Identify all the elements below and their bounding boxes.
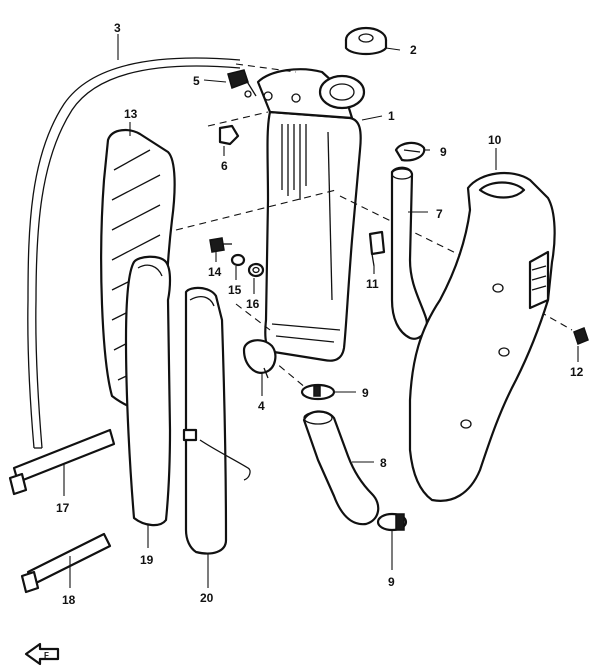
callout-9-middle: 9	[362, 386, 369, 400]
shroud-vent-slats	[531, 265, 547, 291]
callout-3: 3	[114, 21, 121, 35]
lower-radiator-hose	[302, 410, 380, 526]
callout-8: 8	[380, 456, 387, 470]
washer-16-hole	[252, 266, 260, 274]
radiator-cap	[344, 26, 388, 56]
nut-6	[218, 124, 240, 146]
callout-13: 13	[124, 107, 138, 121]
callout-6: 6	[221, 159, 228, 173]
callout-16: 16	[246, 297, 260, 311]
overflow-hose-inner	[27, 57, 241, 449]
front-arrow-label: F	[44, 651, 49, 660]
callout-1: 1	[388, 109, 395, 123]
bolt-12	[573, 327, 589, 345]
radiator-side-tube	[327, 131, 333, 301]
callout-5: 5	[193, 74, 200, 88]
callout-17: 20	[200, 591, 214, 605]
shroud-hole-1	[492, 283, 504, 293]
callout-2: 2	[410, 43, 417, 57]
washer-16	[247, 262, 265, 278]
callout-9-lower: 9	[388, 575, 395, 589]
leader-2	[385, 47, 401, 51]
bolt-5	[227, 69, 257, 98]
lower-hose-opening	[303, 411, 333, 425]
upper-radiator-hose	[390, 166, 428, 340]
washer-15	[230, 253, 246, 267]
hose-clamp-middle	[300, 383, 336, 401]
hose-clamp-upper	[394, 141, 426, 162]
assembly-line-guard	[175, 189, 337, 231]
hose-clamp-lower	[376, 512, 408, 532]
callout-20: 18	[62, 593, 76, 607]
callout-15: 15	[228, 283, 242, 297]
shroud-vent-side	[528, 250, 550, 310]
callout-10: 10	[488, 133, 502, 147]
assembly-line-clamp	[269, 357, 307, 389]
shroud-vent-top	[478, 181, 526, 199]
callout-18: 19	[140, 553, 154, 567]
radiator-bottom-tank	[271, 323, 341, 343]
filler-opening-inner	[329, 83, 355, 101]
shroud-clip-wire	[199, 439, 251, 481]
assembly-line-nut	[207, 111, 269, 127]
callout-14: 14	[208, 265, 222, 279]
mount-hole-2	[291, 93, 301, 103]
callout-19: 17	[56, 501, 70, 515]
right-radiator-shroud	[408, 172, 556, 502]
bolt-14	[209, 237, 232, 253]
strap-20	[20, 532, 112, 594]
leader-5	[203, 79, 227, 83]
strap-19	[8, 428, 116, 496]
shroud-hole-3	[460, 419, 472, 429]
radiator-core	[264, 110, 362, 362]
callout-9-upper: 9	[440, 145, 447, 159]
shroud-hole-2	[498, 347, 510, 357]
assembly-line-hose	[235, 63, 297, 73]
leader-1	[361, 115, 383, 121]
overflow-hose	[35, 65, 241, 449]
upper-hose-opening	[391, 168, 413, 180]
left-shroud-lip	[137, 264, 163, 277]
inner-shroud-panel	[184, 286, 228, 555]
shroud-clip	[182, 428, 198, 442]
left-shroud-panel	[124, 255, 172, 527]
callout-4: 4	[258, 399, 265, 413]
radiator-fins	[281, 124, 307, 200]
mount-hole-1	[263, 91, 273, 101]
callout-11: 11	[366, 277, 379, 291]
filler-opening	[318, 74, 366, 110]
callout-12: 12	[570, 365, 584, 379]
front-arrow-icon	[24, 642, 60, 666]
grommet-4	[242, 339, 277, 379]
callout-7: 7	[436, 207, 443, 221]
bracket-11	[368, 230, 386, 267]
inner-shroud-lip	[189, 295, 215, 307]
